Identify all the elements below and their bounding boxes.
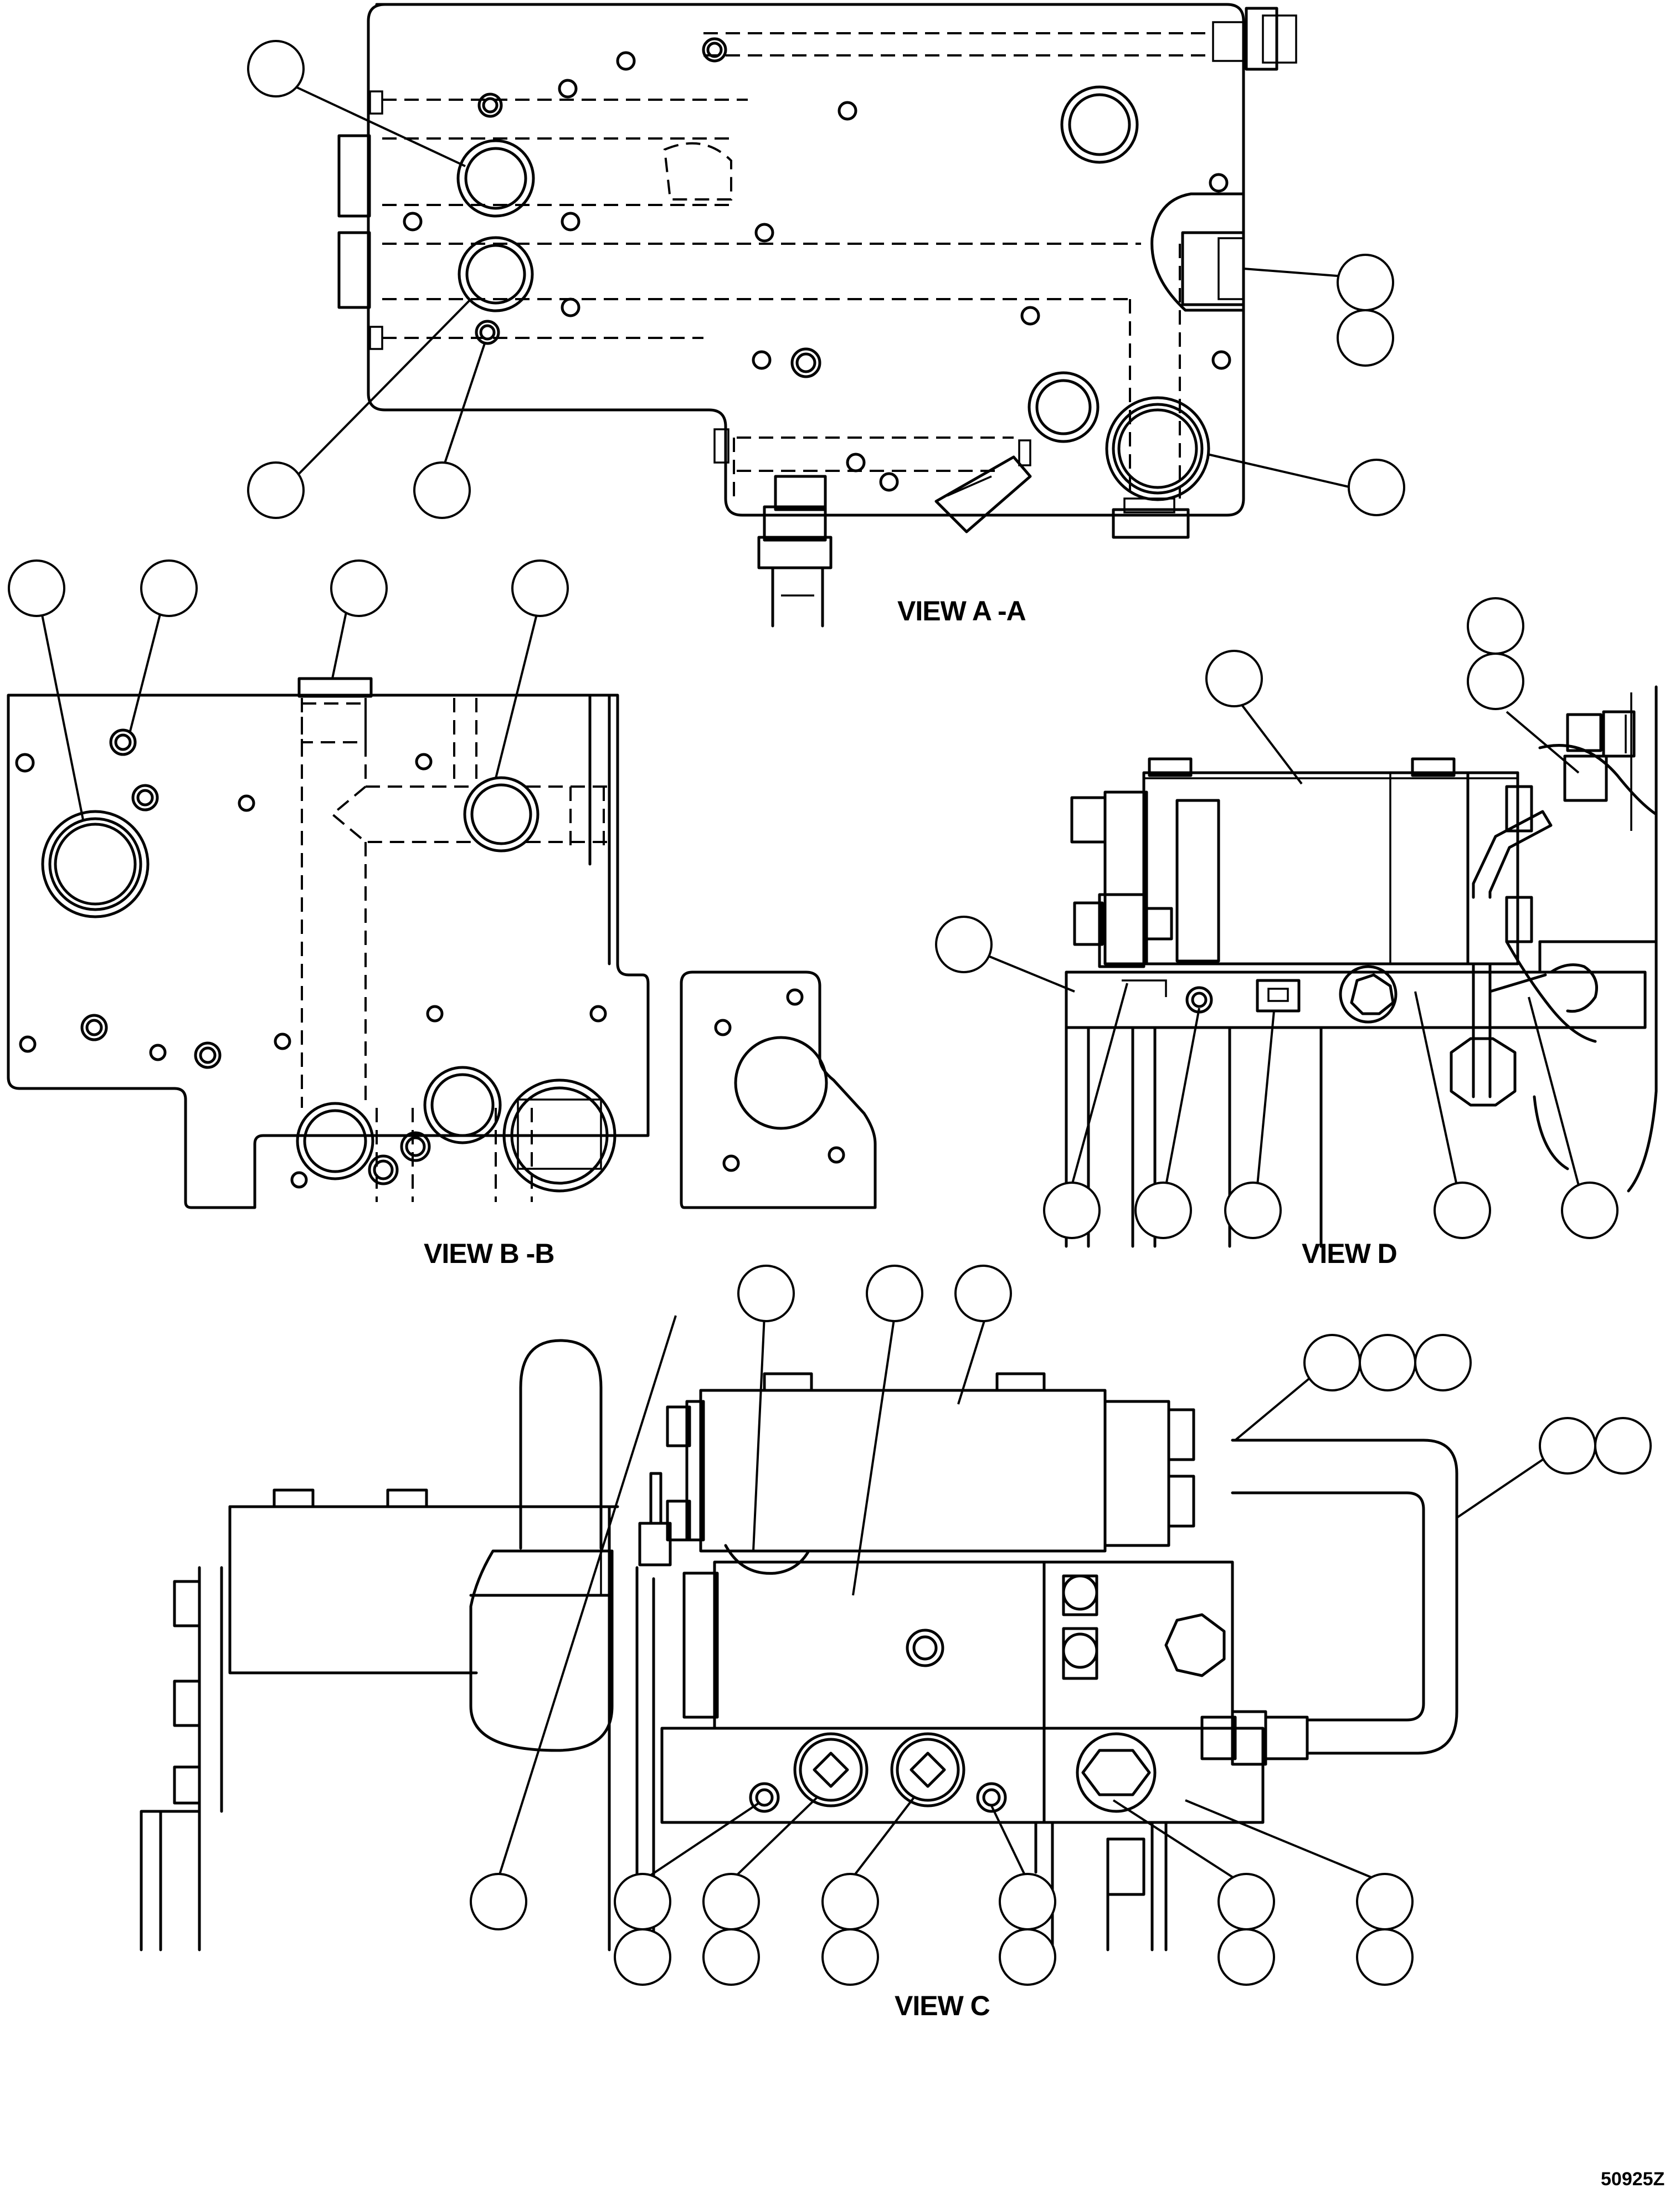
view-a-port bbox=[456, 85, 1210, 501]
callout-bubble bbox=[1467, 653, 1524, 710]
view-a-holes bbox=[403, 37, 1231, 492]
callout-bubble bbox=[954, 1265, 1012, 1322]
callout-bubble bbox=[1205, 650, 1263, 707]
view-c-top-valve bbox=[699, 1389, 1107, 1553]
view-c-drawing bbox=[140, 1339, 1458, 1951]
view-c-label: VIEW C bbox=[895, 1990, 990, 2021]
callout-bubble bbox=[702, 1928, 760, 1986]
callout-bubble bbox=[737, 1265, 795, 1322]
callout-leaders bbox=[40, 85, 1580, 1882]
view-a-drawing bbox=[337, 3, 1297, 628]
view-a-boss bbox=[1150, 192, 1245, 312]
callout-bubble bbox=[1217, 1928, 1275, 1986]
callout-bubble bbox=[1359, 1334, 1416, 1391]
view-b-outline bbox=[7, 694, 650, 1209]
callout-bubbles bbox=[8, 40, 1652, 1986]
callout-bubble bbox=[866, 1265, 923, 1322]
view-d-label: VIEW D bbox=[1302, 1238, 1397, 1269]
callout-bubble bbox=[999, 1928, 1056, 1986]
callout-bubble bbox=[1414, 1334, 1472, 1391]
view-d-drawing bbox=[1065, 685, 1658, 1248]
view-c-manifold bbox=[660, 1727, 1265, 1824]
callout-bubble bbox=[821, 1928, 879, 1986]
view-b-label: VIEW B -B bbox=[424, 1238, 554, 1269]
callout-bubble bbox=[247, 461, 305, 519]
callout-bubble bbox=[470, 1873, 527, 1930]
view-c-middle-valve bbox=[713, 1560, 1046, 1730]
callout-bubble bbox=[999, 1873, 1056, 1930]
callout-bubble bbox=[140, 559, 198, 617]
callout-bubble bbox=[1594, 1417, 1652, 1475]
callout-bubble bbox=[1134, 1182, 1192, 1239]
callout-bubble bbox=[1356, 1873, 1414, 1930]
view-b-holes bbox=[15, 728, 845, 1189]
callout-bubble bbox=[511, 559, 569, 617]
callout-bubble bbox=[1043, 1182, 1101, 1239]
callout-bubble bbox=[247, 40, 305, 97]
view-c-plug bbox=[749, 1732, 1157, 1813]
callout-bubble bbox=[1356, 1928, 1414, 1986]
view-b-port bbox=[41, 776, 828, 1193]
callout-bubble bbox=[1539, 1417, 1596, 1475]
view-b-drawing bbox=[7, 677, 877, 1209]
callout-bubble bbox=[1348, 459, 1405, 516]
callout-bubble bbox=[1337, 309, 1394, 367]
view-d-base-plate bbox=[1065, 970, 1647, 1029]
view-a-label: VIEW A -A bbox=[897, 595, 1026, 626]
callout-bubble bbox=[1337, 254, 1394, 311]
callout-bubble bbox=[702, 1873, 760, 1930]
callout-bubble bbox=[935, 916, 993, 973]
view-c-lever bbox=[519, 1339, 603, 1550]
callout-bubble bbox=[1467, 597, 1524, 655]
callout-bubble bbox=[1217, 1873, 1275, 1930]
callout-bubble bbox=[1224, 1182, 1282, 1239]
callout-bubble bbox=[614, 1873, 671, 1930]
callout-bubble bbox=[1303, 1334, 1361, 1391]
drawing-code: 50925Z bbox=[1601, 2169, 1664, 2190]
callout-bubble bbox=[614, 1928, 671, 1986]
callout-bubble bbox=[330, 559, 388, 617]
callout-bubble bbox=[1434, 1182, 1491, 1239]
callout-bubble bbox=[821, 1873, 879, 1930]
callout-bubble bbox=[413, 461, 471, 519]
callout-bubble bbox=[1561, 1182, 1619, 1239]
callout-bubble bbox=[8, 559, 65, 617]
